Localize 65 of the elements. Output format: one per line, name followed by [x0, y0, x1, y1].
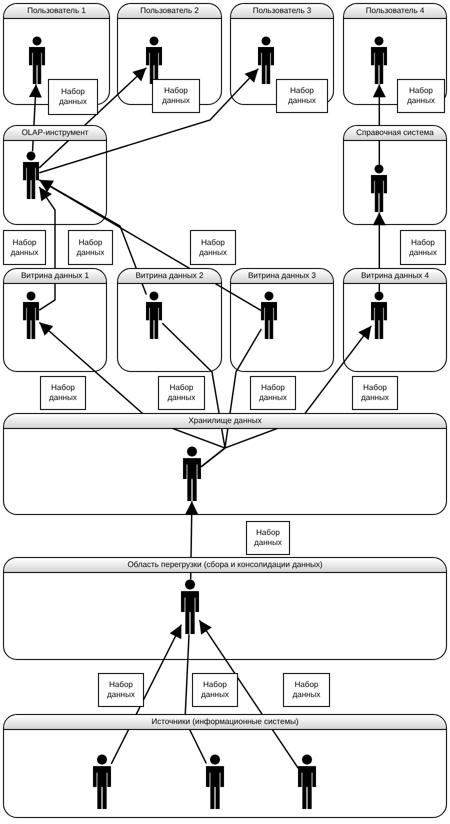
lane-header: Пользователь 1 [4, 4, 109, 19]
lane-header: Витрина данных 1 [4, 269, 106, 284]
flow-arrow [185, 501, 198, 580]
swimlane [230, 268, 334, 372]
data-object-box: Набор данных [397, 79, 445, 113]
person-figure [261, 291, 277, 339]
flow-arrow [38, 179, 262, 312]
person-figure [181, 579, 199, 634]
flow-arrow [198, 620, 299, 769]
person-figure [29, 36, 45, 84]
swimlane [3, 125, 107, 225]
person-figure [93, 754, 111, 809]
data-object-box: Набор данных [98, 673, 144, 707]
data-object-box: Набор данных [192, 673, 238, 707]
person-figure [206, 754, 224, 809]
data-object-box: Набор данных [352, 376, 398, 410]
person-figure [146, 36, 162, 84]
lane-header: Пользователь 3 [231, 4, 333, 19]
data-object-box: Набор данных [3, 230, 46, 265]
lane-header: OLAP-инструмент [4, 126, 106, 141]
person-figure [298, 754, 316, 809]
person-figure [258, 36, 274, 84]
person-figure [183, 446, 201, 501]
flow-arrow [28, 84, 42, 152]
swimlane [3, 714, 447, 818]
person-figure [23, 291, 39, 339]
person-figure [371, 36, 387, 84]
flow-arrow [38, 186, 56, 311]
data-object-box: Набор данных [40, 376, 86, 410]
data-object-box: Набор данных [246, 521, 290, 555]
swimlane [3, 557, 447, 660]
data-object-box: Набор данных [276, 79, 328, 113]
flow-arrow [372, 212, 386, 292]
flow-arrow [110, 624, 182, 764]
data-object-box: Набор данных [250, 376, 296, 410]
swimlane [117, 268, 222, 372]
lane-header: Хранилище данных [4, 414, 446, 429]
swimlane [3, 413, 447, 515]
lane-header: Витрина данных 2 [118, 269, 221, 284]
lane-header: Справочная система [344, 126, 446, 141]
lane-header: Область перегрузки (сбора и консолидации данных) [4, 558, 446, 573]
flow-arrow [372, 84, 386, 164]
data-object-box: Набор данных [48, 79, 98, 115]
data-object-box: Набор данных [400, 230, 446, 265]
data-object-box: Набор данных [68, 230, 113, 265]
lane-header: Пользователь 2 [118, 4, 221, 19]
flow-arrow [200, 325, 372, 468]
lane-header: Источники (информационные системы) [4, 715, 446, 730]
flow-arrow [38, 179, 147, 295]
data-object-box: Набор данных [158, 376, 205, 410]
person-figure [23, 151, 39, 199]
data-object-box: Набор данных [283, 673, 330, 707]
person-figure [371, 164, 387, 212]
lane-header: Пользователь 4 [344, 4, 446, 19]
lane-header: Витрина данных 4 [344, 269, 446, 284]
swimlane [343, 268, 447, 372]
person-figure [371, 291, 387, 339]
flow-arrow [38, 67, 147, 168]
data-object-box: Набор данных [152, 79, 200, 113]
data-object-box: Набор данных [190, 230, 236, 265]
flow-arrow [39, 68, 259, 174]
swimlane [343, 125, 447, 225]
person-figure [146, 291, 162, 339]
lane-header: Витрина данных 3 [231, 269, 333, 284]
swimlane [3, 268, 107, 372]
